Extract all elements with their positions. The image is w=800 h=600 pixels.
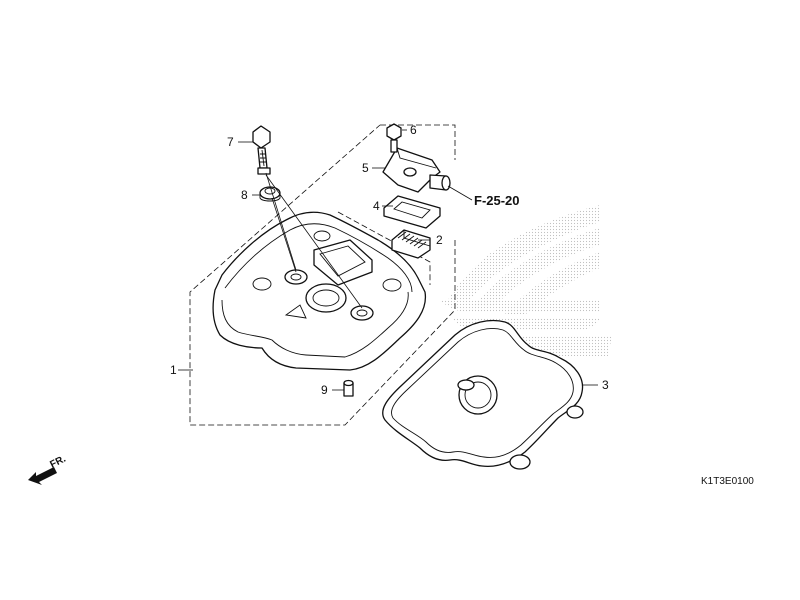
breather-gasket[interactable] (383, 195, 441, 229)
dowel-pin-9[interactable] (343, 379, 354, 397)
flange-bolt-6[interactable] (386, 123, 402, 153)
callout-4: 4 (373, 199, 380, 213)
callout-7: 7 (227, 135, 234, 149)
front-arrow-icon (28, 467, 57, 485)
head-cover-gasket[interactable] (382, 319, 584, 470)
special-bolt-7[interactable] (252, 125, 271, 175)
cylinder-head-cover[interactable] (212, 211, 427, 371)
callout-3: 3 (602, 378, 609, 392)
washer-8[interactable] (259, 186, 281, 202)
callout-6: 6 (410, 123, 417, 137)
filter-element[interactable] (391, 229, 431, 259)
callout-8: 8 (241, 188, 248, 202)
callout-5: 5 (362, 161, 369, 175)
drawing-code: K1T3E0100 (701, 476, 754, 487)
callout-9: 9 (321, 383, 328, 397)
callout-1: 1 (170, 363, 177, 377)
front-marker: FR. (48, 453, 68, 470)
leader-lines (178, 129, 598, 391)
callout-2: 2 (436, 233, 443, 247)
reference-link[interactable]: F-25-20 (474, 193, 520, 208)
breather-cover[interactable] (382, 147, 451, 193)
assembly-outline (189, 124, 456, 426)
